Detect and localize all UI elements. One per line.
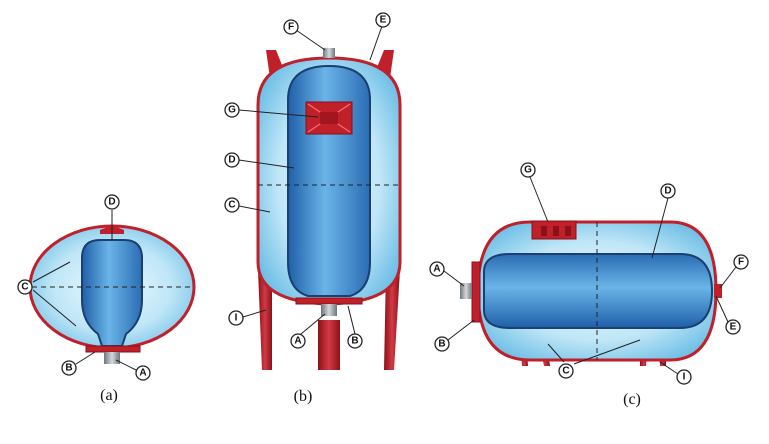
callout-c-i: I: [676, 369, 692, 385]
svg-text:A: A: [139, 368, 146, 379]
svg-text:D: D: [228, 155, 235, 166]
leader-a-c1: [32, 261, 71, 283]
leader-c-g: [529, 176, 549, 223]
vessel-b-bladder: [287, 64, 371, 297]
svg-text:F: F: [738, 257, 744, 268]
svg-text:C: C: [21, 282, 28, 293]
callout-a-c: C: [17, 279, 33, 295]
svg-text:F: F: [288, 22, 294, 33]
leader-c-a: [443, 270, 465, 287]
vessel-a: D C B A (a): [17, 194, 196, 404]
callout-b-a: A: [290, 333, 306, 349]
callout-a-d: D: [104, 194, 120, 210]
vessel-c-bracket: [531, 220, 577, 240]
callout-c-d: D: [660, 183, 676, 199]
vessel-b-leg-left: [258, 270, 272, 370]
leader-b-i: [242, 309, 267, 318]
vessel-b-valve: [321, 304, 337, 316]
leader-a-b: [75, 351, 96, 365]
leader-c-e: [715, 295, 729, 323]
caption-c: (c): [623, 391, 641, 408]
svg-text:B: B: [65, 363, 72, 374]
svg-text:A: A: [294, 336, 301, 347]
vessel-a-flange: [85, 345, 141, 353]
svg-text:A: A: [433, 264, 440, 275]
callout-c-g: G: [520, 162, 536, 178]
vessel-b-flange: [295, 297, 363, 305]
callout-b-g: G: [224, 102, 240, 118]
leader-c-i: [659, 361, 679, 375]
callout-b-c: C: [224, 197, 240, 213]
callout-a-a: A: [135, 365, 151, 381]
callout-c-a: A: [429, 261, 445, 277]
svg-text:C: C: [228, 200, 235, 211]
svg-text:G: G: [228, 105, 236, 116]
callout-c-e: E: [725, 319, 741, 335]
callout-c-f: F: [733, 254, 749, 270]
svg-text:E: E: [380, 15, 387, 26]
svg-text:E: E: [730, 322, 737, 333]
leader-c-c2: [573, 339, 641, 365]
vessel-c: G D A F B E C I (c): [429, 162, 749, 408]
vessel-b: F E G D C I A B (b): [224, 12, 402, 405]
vessel-a-valve: [104, 352, 120, 364]
vessel-b-top-fitting: [323, 48, 335, 58]
vessel-c-valve: [460, 283, 472, 299]
leader-b-a: [300, 313, 326, 335]
leader-b-b: [347, 305, 356, 335]
vessel-b-leg-right: [384, 270, 400, 370]
leader-b-g: [238, 109, 319, 118]
leader-b-f: [295, 29, 326, 51]
svg-text:B: B: [438, 339, 445, 350]
vessel-c-flange: [471, 261, 481, 323]
vessel-c-right-fitting: [714, 284, 722, 298]
caption-b: (b): [294, 388, 313, 405]
leader-b-d: [238, 159, 295, 169]
leader-a-a: [115, 359, 137, 371]
vessel-c-bladder: [483, 253, 714, 329]
leader-b-e: [369, 25, 383, 61]
callout-c-c: C: [558, 363, 574, 379]
callout-a-b: B: [61, 360, 77, 376]
svg-text:B: B: [351, 336, 358, 347]
callout-c-b: B: [434, 336, 450, 352]
callout-b-i: I: [228, 310, 244, 326]
callout-b-f: F: [283, 19, 299, 35]
callout-b-d: D: [224, 152, 240, 168]
vessel-b-leg-center: [318, 320, 340, 370]
svg-text:I: I: [683, 372, 686, 383]
vessel-b-bracket: [305, 101, 353, 135]
leader-b-c: [238, 205, 271, 213]
svg-text:I: I: [235, 313, 238, 324]
svg-text:C: C: [562, 366, 569, 377]
leader-c-d: [651, 197, 669, 259]
leader-a-c2: [32, 289, 77, 327]
svg-text:D: D: [108, 197, 115, 208]
callout-b-b: B: [347, 333, 363, 349]
leader-c-c1: [547, 343, 565, 363]
svg-text:G: G: [524, 165, 532, 176]
svg-text:D: D: [664, 186, 671, 197]
callout-b-e: E: [375, 12, 391, 28]
vessel-a-bladder: [81, 239, 143, 347]
leader-c-b: [447, 319, 475, 341]
caption-a: (a): [100, 387, 118, 404]
leader-c-f: [719, 266, 737, 289]
